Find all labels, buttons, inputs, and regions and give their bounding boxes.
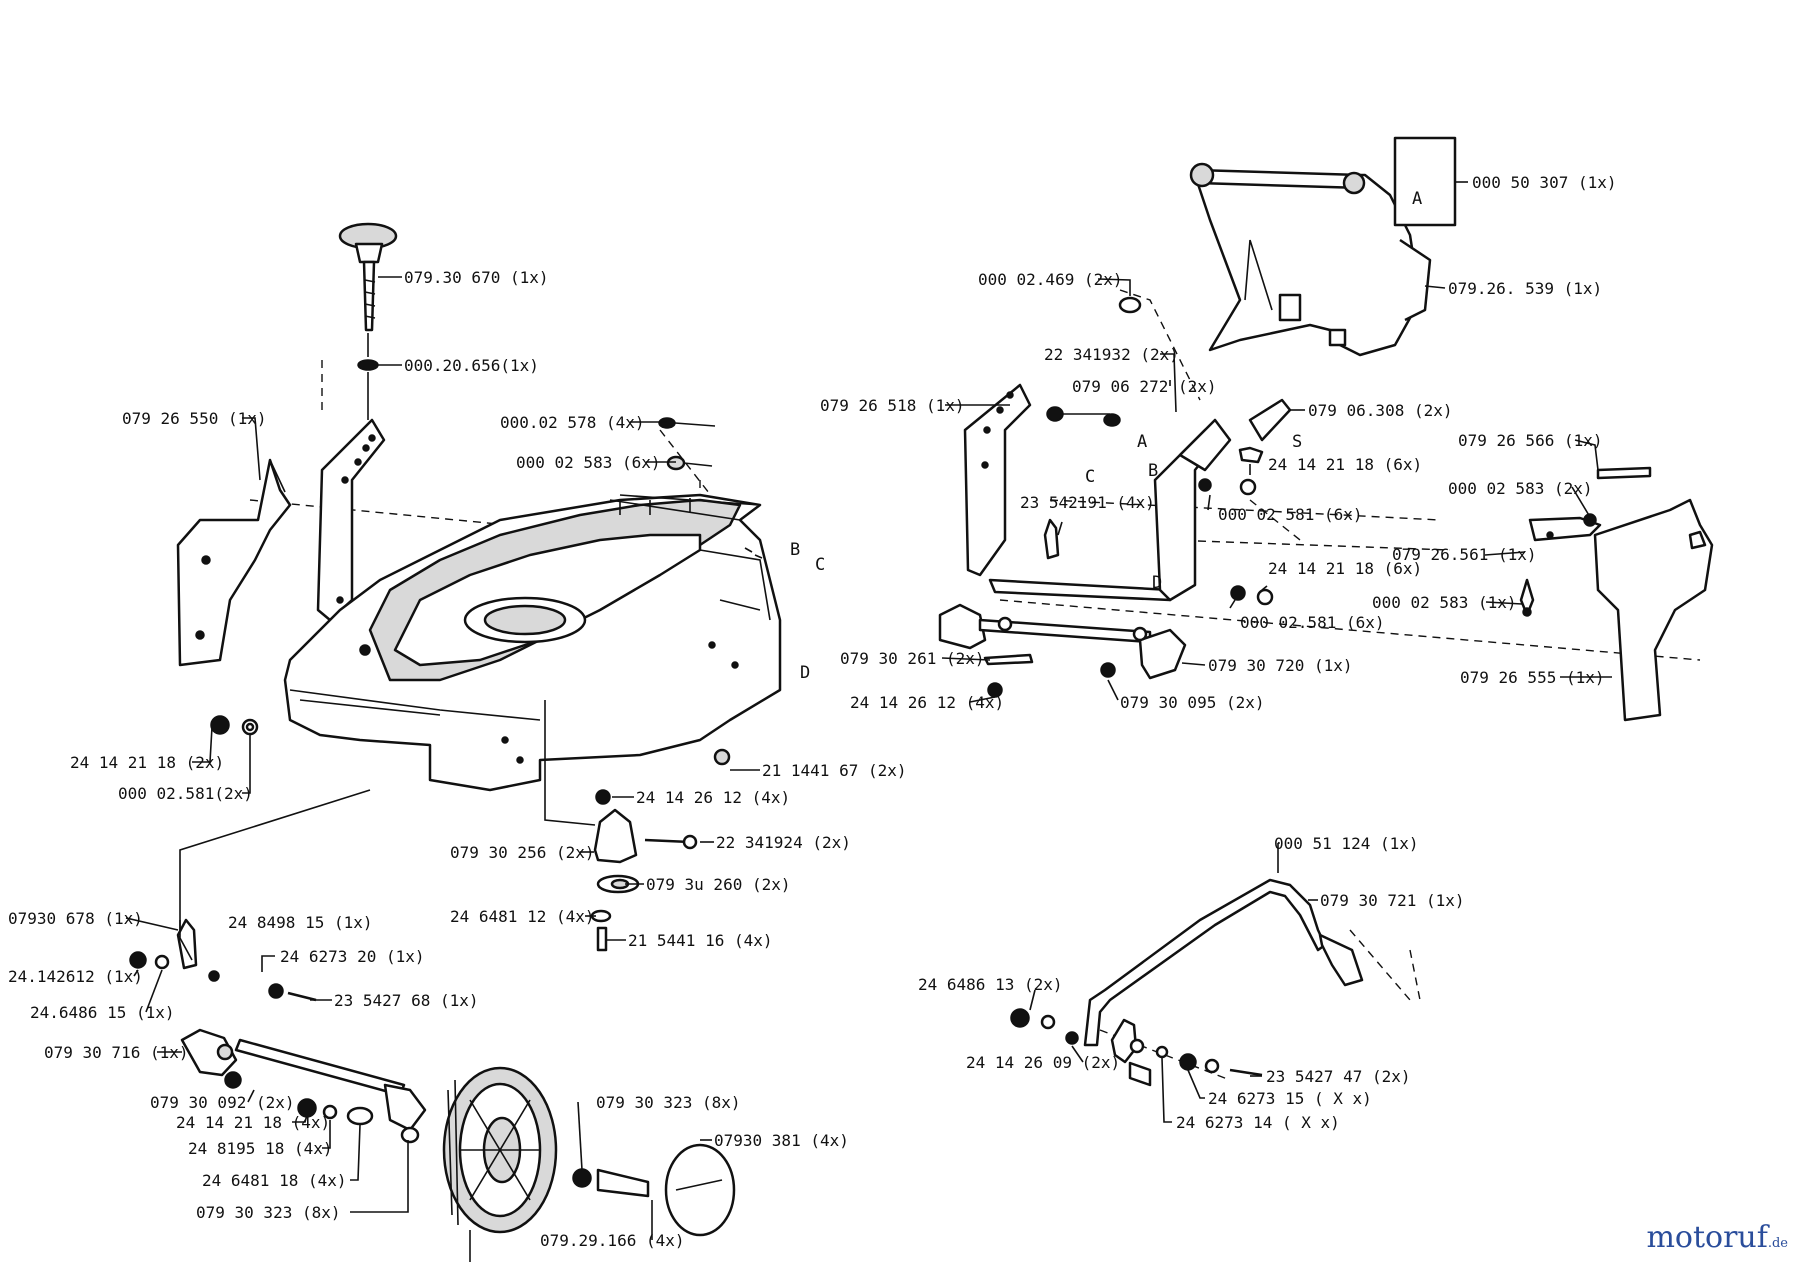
part-label: 000 51 124 (1x) xyxy=(1274,834,1419,853)
part-label: 079 30 256 (2x) xyxy=(450,843,595,862)
part-label: 000 02 581 (6x) xyxy=(1218,505,1363,524)
part-label: 24 6481 18 (4x) xyxy=(202,1171,347,1190)
part-label: 24 6486 13 (2x) xyxy=(918,975,1063,994)
part-label: 22 341932 (2x) xyxy=(1044,345,1179,364)
letter-a-top: A xyxy=(1412,189,1422,209)
part-label: 079 30 720 (1x) xyxy=(1208,656,1353,675)
part-label: 07930 381 (4x) xyxy=(714,1131,849,1150)
letter-d: D xyxy=(800,663,810,683)
part-label: 079 3u 260 (2x) xyxy=(646,875,791,894)
part-label: 079 26.561 (1x) xyxy=(1392,545,1537,564)
part-label: 079 26 550 (1x) xyxy=(122,409,267,428)
part-label: 000 02 583 (1x) xyxy=(1372,593,1517,612)
part-label: 079 30 721 (1x) xyxy=(1320,891,1465,910)
part-label: 07930 678 (1x) xyxy=(8,909,143,928)
part-label: 000.20.656(1x) xyxy=(404,356,539,375)
part-label: 23 542191 (4x) xyxy=(1020,493,1155,512)
part-label: 000 02.581(2x) xyxy=(118,784,253,803)
part-label: 079 26 555 (1x) xyxy=(1460,668,1605,687)
leader-lines xyxy=(125,181,1612,1240)
watermark-tld: .de xyxy=(1767,1236,1788,1251)
letter-c: C xyxy=(815,555,825,575)
rear-hinge-bracket xyxy=(544,700,698,952)
part-label: 000 02.469 (2x) xyxy=(978,270,1123,289)
part-label: 24 14 26 12 (4x) xyxy=(850,693,1004,712)
part-label: 24.6486 15 (1x) xyxy=(30,1003,175,1022)
part-label: 079 06 272 (2x) xyxy=(1072,377,1217,396)
part-label: 24 14 21 18 (6x) xyxy=(1268,559,1422,578)
part-label: 079 30 092 (2x) xyxy=(150,1093,295,1112)
part-labels: 079.30 670 (1x) 000.20.656(1x) 079 26 55… xyxy=(8,173,1617,1250)
part-label: 24 14 21 18 (6x) xyxy=(1268,455,1422,474)
part-label: 079 30 323 (8x) xyxy=(196,1203,341,1222)
part-label: 24 6273 20 (1x) xyxy=(280,947,425,966)
grass-catcher xyxy=(1189,136,1457,357)
mower-deck xyxy=(283,493,782,792)
part-label: 079.26. 539 (1x) xyxy=(1448,279,1602,298)
part-label: 24 8195 18 (4x) xyxy=(188,1139,333,1158)
part-label: 079 30 261 (2x) xyxy=(840,649,985,668)
part-label: 079 26 566 (1x) xyxy=(1458,431,1603,450)
front-wheel xyxy=(442,1066,736,1262)
part-label: 000 02.581 (6x) xyxy=(1240,613,1385,632)
part-label: 23 5427 68 (1x) xyxy=(334,991,479,1010)
part-label: 24 6273 14 ( X x) xyxy=(1176,1113,1340,1132)
part-label: 24 6481 12 (4x) xyxy=(450,907,595,926)
part-label: 24 14 26 09 (2x) xyxy=(966,1053,1120,1072)
part-label: 24 14 21 18 (2x) xyxy=(70,753,224,772)
part-label: 24 8498 15 (1x) xyxy=(228,913,373,932)
part-label: 24 14 26 12 (4x) xyxy=(636,788,790,807)
rear-mount-frame xyxy=(963,296,1274,606)
part-label: 079.29.166 (4x) xyxy=(540,1231,685,1250)
part-label: 079 30 323 (8x) xyxy=(596,1093,741,1112)
part-label: 079 06.308 (2x) xyxy=(1308,401,1453,420)
part-label: 22 341924 (2x) xyxy=(716,833,851,852)
letter-b: B xyxy=(790,540,800,560)
deck-bolts xyxy=(210,417,731,766)
part-label: 000 50 307 (1x) xyxy=(1472,173,1617,192)
part-label: 21 1441 67 (2x) xyxy=(762,761,907,780)
front-axle-assembly xyxy=(129,789,427,1144)
pivot-bracket xyxy=(1238,398,1292,464)
motoruf-watermark: motoruf.de xyxy=(1646,1220,1788,1255)
part-label: 24 6273 15 ( X x) xyxy=(1208,1089,1372,1108)
part-label: 079.30 670 (1x) xyxy=(404,268,549,287)
part-label: 24 14 21 18 (4x) xyxy=(176,1113,330,1132)
part-label: 079 30 095 (2x) xyxy=(1120,693,1265,712)
letter-a-left: A xyxy=(1137,432,1147,452)
letter-d-right: D xyxy=(1152,573,1162,593)
reference-letters: B C D A A S B C D xyxy=(790,189,1422,683)
part-label: 23 5427 47 (2x) xyxy=(1266,1067,1411,1086)
left-side-panel xyxy=(176,458,292,667)
height-adjust-knob xyxy=(338,222,398,420)
part-label: 000 02 583 (2x) xyxy=(1448,479,1593,498)
push-handle xyxy=(1010,878,1364,1087)
part-label: 000.02 578 (4x) xyxy=(500,413,645,432)
left-height-bracket xyxy=(316,418,386,622)
watermark-brand: motoruf xyxy=(1646,1220,1768,1255)
right-side-panel xyxy=(1519,466,1714,722)
part-label: 21 5441 16 (4x) xyxy=(628,931,773,950)
part-label: 24.142612 (1x) xyxy=(8,967,143,986)
letter-c-right: C xyxy=(1085,467,1095,487)
letter-s: S xyxy=(1292,432,1302,452)
letter-b-right: B xyxy=(1148,461,1158,481)
part-label: 079 30 716 (1x) xyxy=(44,1043,189,1062)
part-label: 000 02 583 (6x) xyxy=(516,453,661,472)
part-label: 079 26 518 (1x) xyxy=(820,396,965,415)
rear-axle xyxy=(938,603,1187,698)
